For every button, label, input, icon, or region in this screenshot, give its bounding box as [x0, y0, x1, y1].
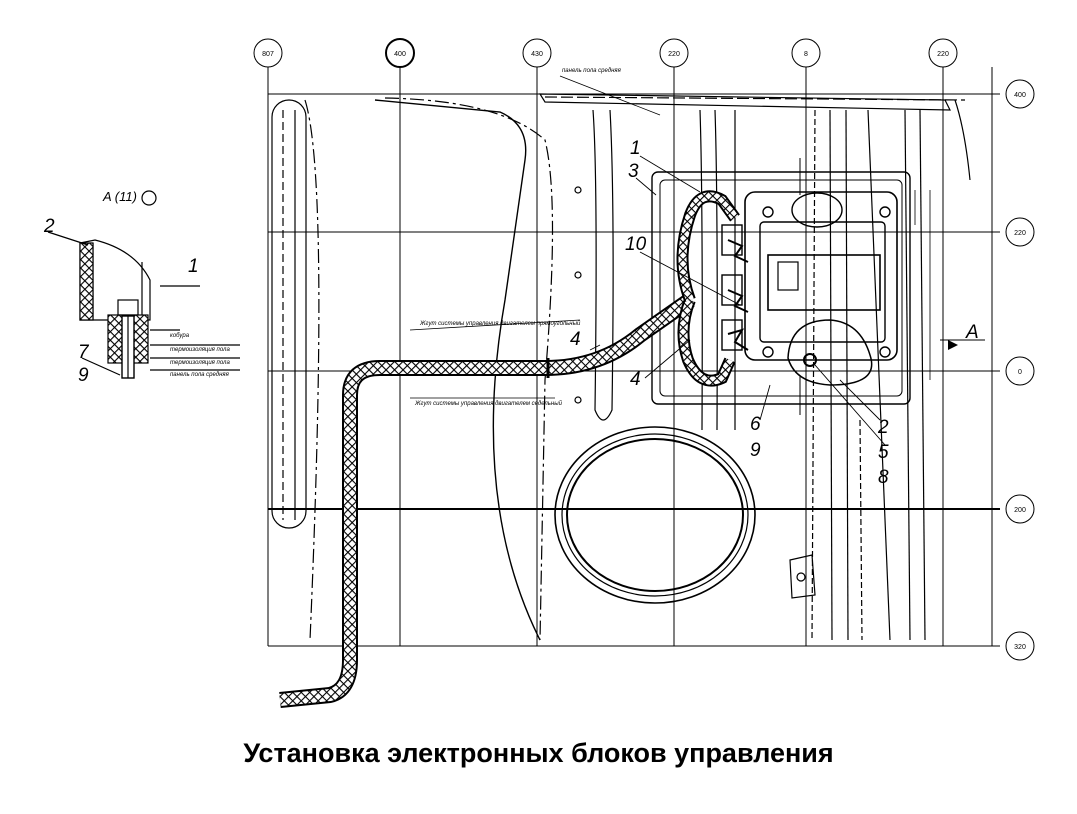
floor-panel-note: панель пола средняя — [562, 68, 622, 74]
view-label: A (11) — [102, 189, 137, 204]
grid-marker: 200 — [1005, 494, 1035, 524]
grid-marker: 430 — [522, 38, 552, 68]
section-arrow — [948, 340, 958, 350]
callout-number: 2 — [877, 417, 889, 438]
callout-number: 6 — [750, 414, 761, 435]
grid-markers-right: 400 220 0 200 320 — [1005, 79, 1035, 661]
section-arrow-label: A — [965, 322, 979, 343]
callout-number: 5 — [878, 442, 889, 463]
svg-text:8: 8 — [804, 51, 808, 58]
svg-text:220: 220 — [1014, 230, 1026, 237]
svg-text:400: 400 — [1014, 92, 1026, 99]
svg-text:320: 320 — [1014, 644, 1026, 651]
detail-label: кобура — [170, 333, 190, 339]
callout-number: 3 — [628, 161, 639, 182]
callout-number: 7 — [78, 342, 90, 363]
callout-number: 9 — [750, 440, 761, 461]
callout-number: 9 — [78, 365, 89, 386]
control-unit-assembly — [651, 158, 931, 415]
detail-view-a — [47, 190, 240, 379]
svg-text:807: 807 — [262, 51, 274, 58]
grid-marker: 320 — [1005, 631, 1035, 661]
grid-marker: 220 — [659, 38, 689, 68]
grid-marker: 400 — [1005, 79, 1035, 109]
svg-text:430: 430 — [531, 51, 543, 58]
svg-text:400: 400 — [394, 51, 406, 58]
wiring-harness — [279, 190, 740, 708]
detail-label: термоизоляция пола — [170, 360, 230, 366]
grid-markers-top: 807 400 430 220 8 220 — [253, 38, 958, 68]
detail-label: термоизоляция пола — [170, 347, 230, 353]
grid-marker: 220 — [1005, 217, 1035, 247]
grid-marker: 0 — [1005, 356, 1035, 386]
callout-number: 4 — [570, 329, 581, 350]
harness-note-lower: Жгут системы управления двигателем седел… — [414, 400, 563, 407]
callout-number: 1 — [188, 256, 199, 277]
callout-leaders — [589, 155, 985, 446]
svg-text:220: 220 — [937, 51, 949, 58]
grid-marker: 400 — [385, 38, 415, 68]
svg-text:200: 200 — [1014, 507, 1026, 514]
callout-number: 4 — [630, 369, 641, 390]
callout-number: 10 — [625, 234, 647, 255]
harness-note-upper: Жгут системы управления двигателем прямо… — [419, 320, 581, 327]
callout-number: 8 — [878, 467, 889, 488]
drawing-title: Установка электронных блоков управления — [243, 738, 834, 768]
grid-marker: 220 — [928, 38, 958, 68]
detail-label: панель пола средняя — [170, 372, 230, 378]
callout-number: 1 — [630, 138, 641, 159]
grid-marker: 807 — [253, 38, 283, 68]
svg-text:220: 220 — [668, 51, 680, 58]
callout-number: 2 — [43, 216, 55, 237]
svg-text:0: 0 — [1018, 369, 1022, 376]
grid-marker: 8 — [791, 38, 821, 68]
